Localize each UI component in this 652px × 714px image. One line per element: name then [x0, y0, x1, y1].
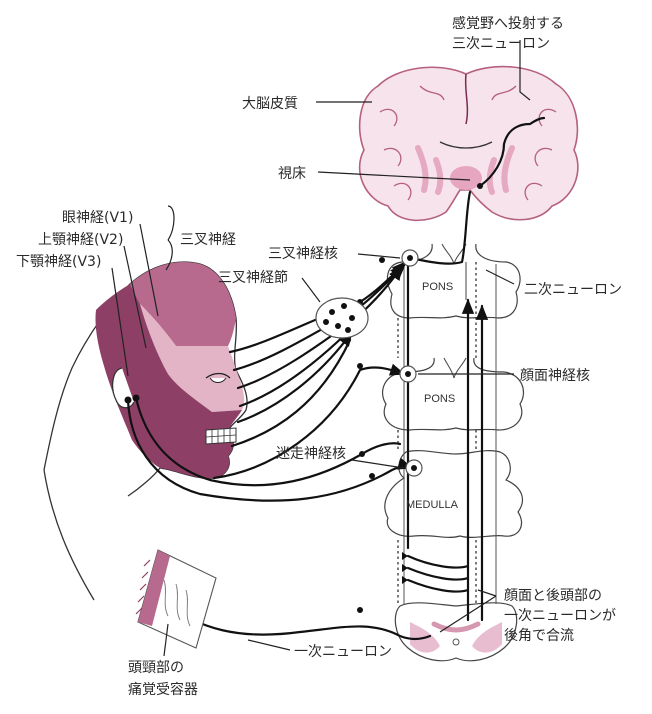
label-ophthalmic-nerve: 眼神経(V1) [62, 210, 133, 226]
medulla-outline [385, 451, 523, 538]
label-thalamus: 視床 [278, 166, 306, 182]
label-maxillary-nerve: 上顎神経(V2) [38, 232, 123, 248]
facial-nucleus-shape [400, 366, 416, 382]
label-convergence-line2: 一次ニューロンが [504, 608, 616, 624]
label-receptor-line1: 頭頸部の [128, 660, 184, 676]
pain-receptor-patch [136, 550, 216, 648]
teeth [206, 428, 236, 444]
label-trigeminal-ganglion: 三叉神経節 [218, 269, 288, 286]
label-medulla: MEDULLA [406, 499, 459, 511]
label-mandibular-nerve: 下顎神経(V3) [16, 254, 101, 270]
label-cerebral-cortex: 大脳皮質 [242, 96, 298, 112]
label-second-order-neuron: 二次ニューロン [524, 282, 622, 298]
trigeminal-ganglion-shape [316, 298, 368, 338]
label-sensory-projection-line1: 感覚野へ投射する [452, 15, 564, 32]
label-trigeminal-nerve: 三叉神経 [180, 232, 236, 248]
label-trigeminal-nucleus: 三叉神経核 [268, 246, 338, 262]
label-vagus-nucleus: 迷走神経核 [276, 446, 346, 462]
label-sensory-projection-line2: 三次ニューロン [452, 36, 550, 52]
face-profile [44, 262, 247, 600]
trigeminal-nucleus-shape [402, 250, 418, 266]
label-receptor-line2: 痛覚受容器 [128, 681, 198, 698]
vagus-nucleus-shape [406, 460, 422, 476]
label-pons-lower: PONS [424, 393, 455, 405]
label-convergence-line1: 顔面と後頭部の [504, 588, 602, 604]
brainstem [383, 244, 524, 661]
label-pons-upper: PONS [422, 281, 453, 293]
label-facial-nucleus: 顔面神経核 [520, 368, 590, 384]
label-convergence-line3: 後角で合流 [504, 628, 574, 644]
label-first-order-neuron: 一次ニューロン [294, 644, 392, 660]
